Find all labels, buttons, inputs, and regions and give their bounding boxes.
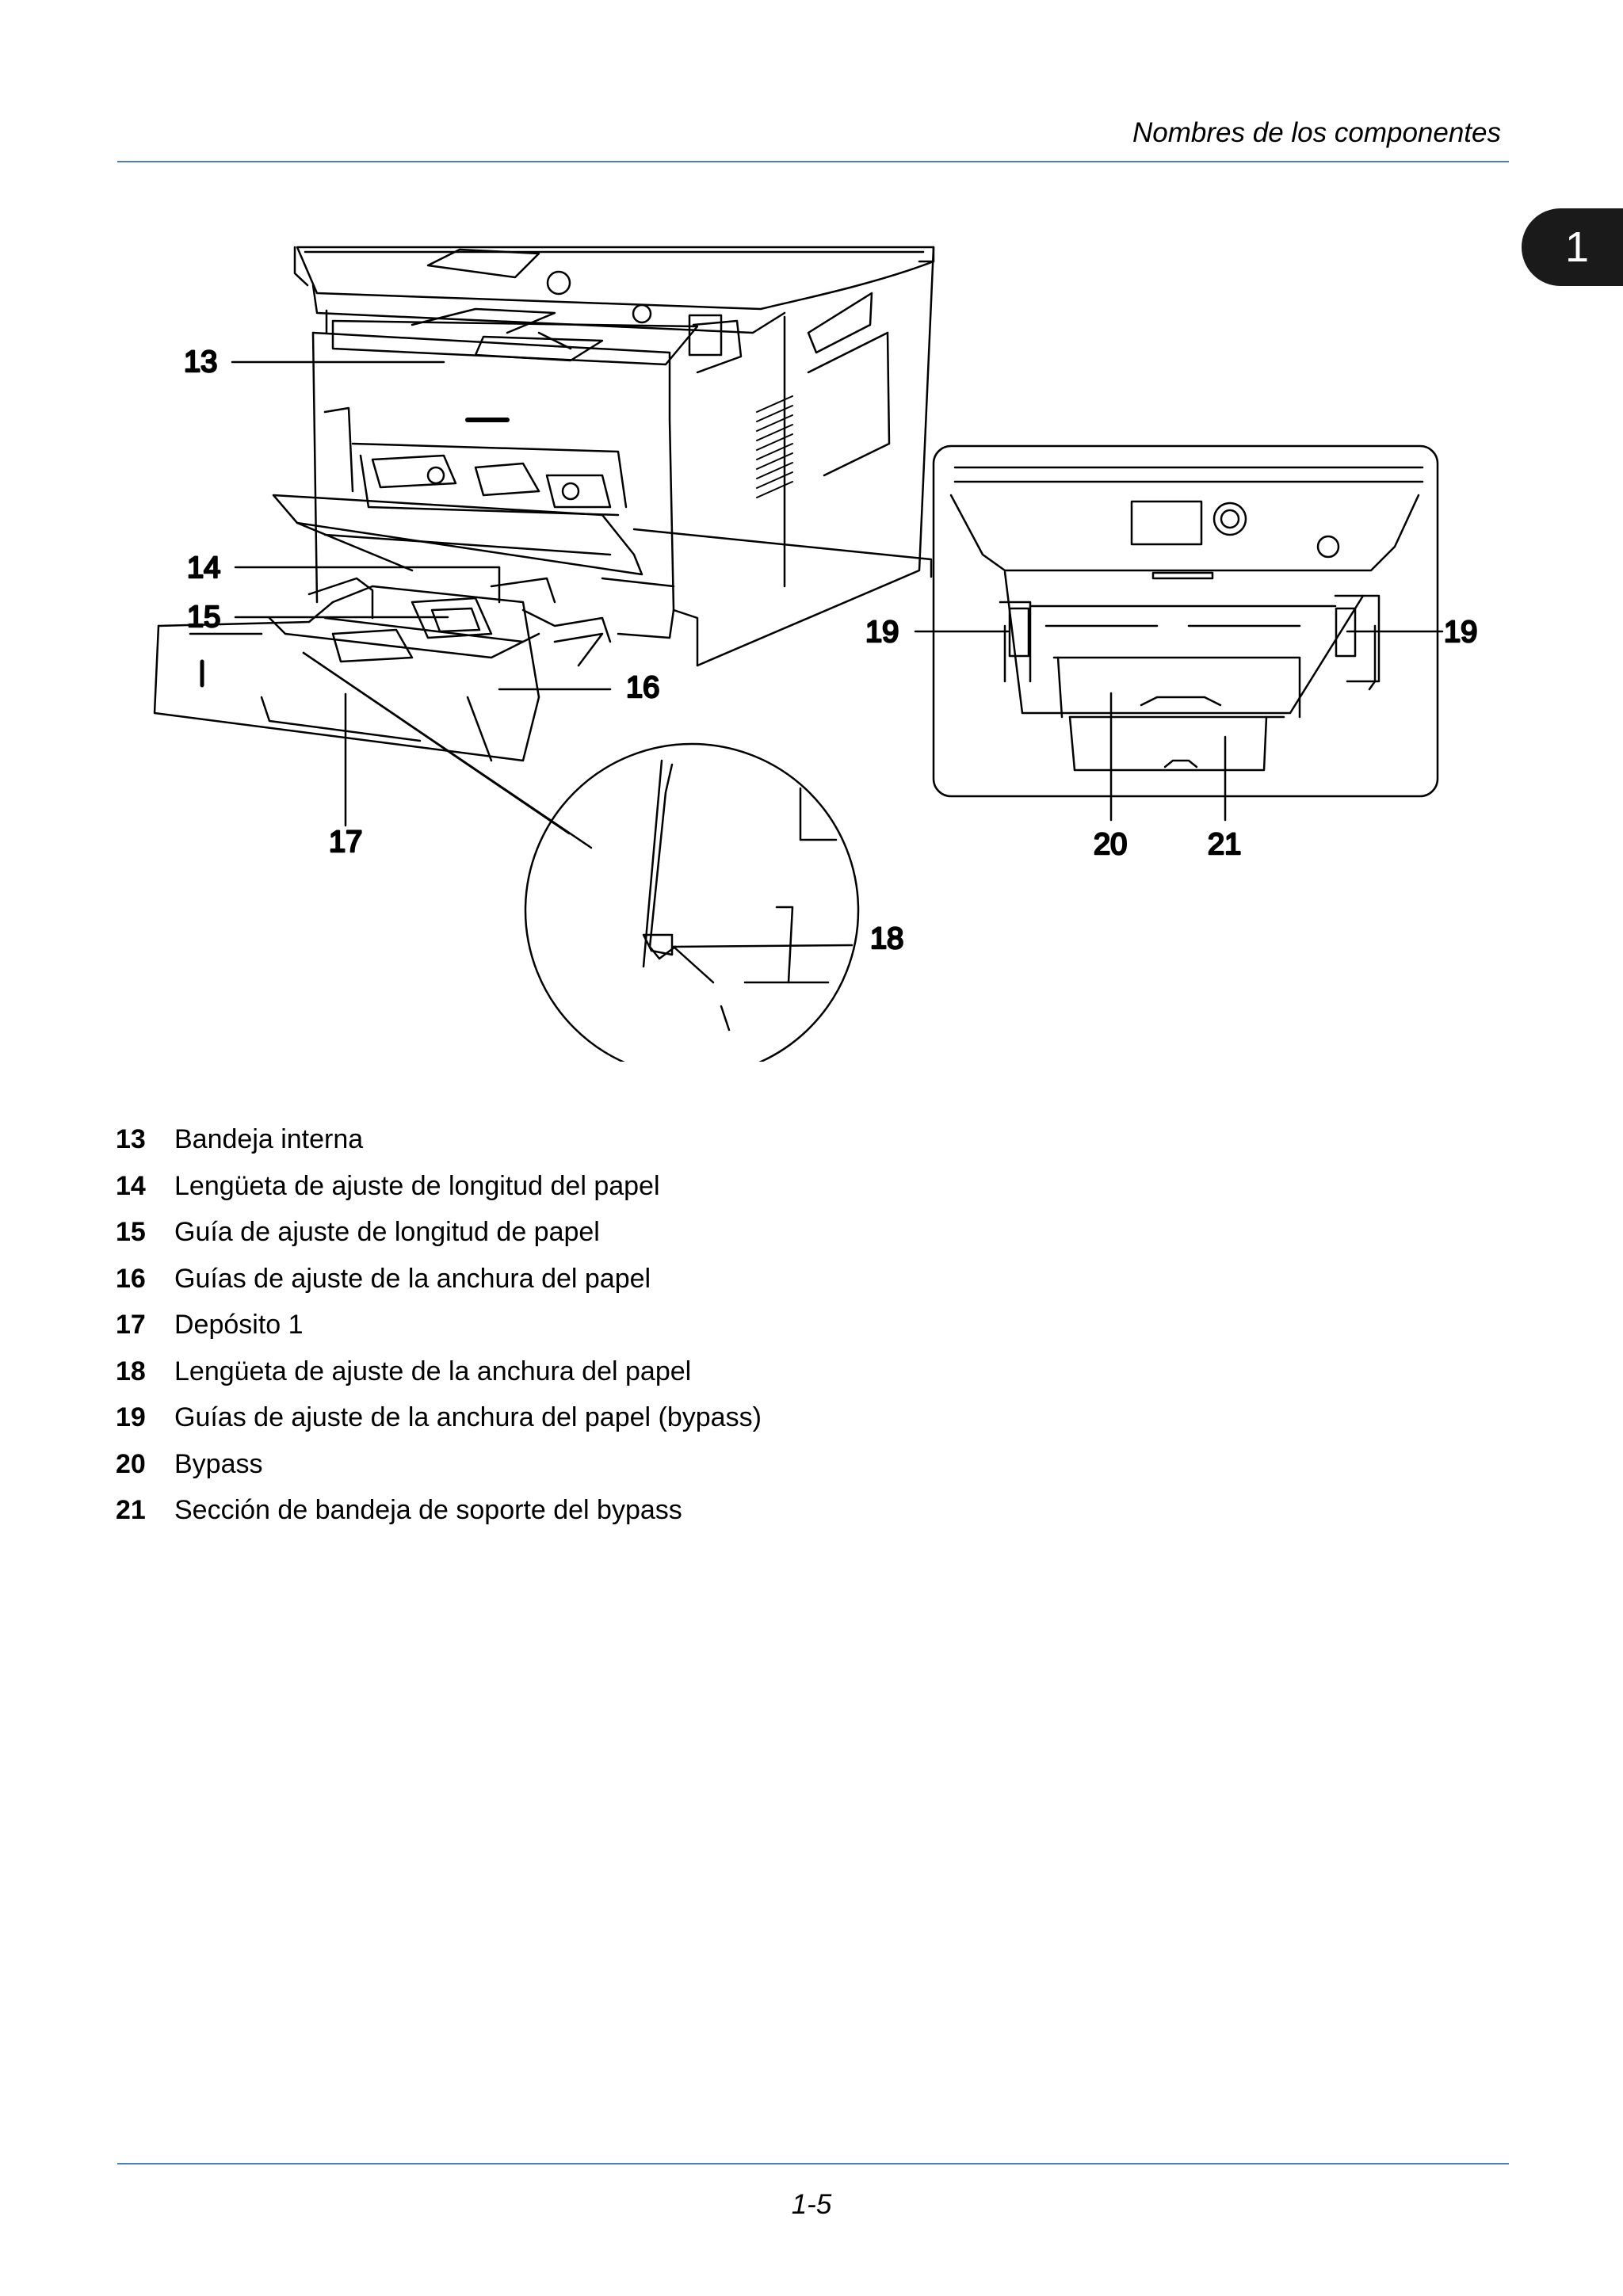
callout-17: 17 — [329, 826, 362, 859]
callout-20: 20 — [1094, 828, 1127, 861]
legend-item: 18 Lengüeta de ajuste de la anchura del … — [116, 1356, 762, 1402]
callout-19-right: 19 — [1444, 616, 1477, 649]
legend-item: 20 Bypass — [116, 1448, 762, 1495]
printer-illustration: 13 14 15 16 17 18 19 19 20 21 — [153, 246, 1479, 1062]
legend-number: 20 — [116, 1448, 146, 1479]
legend-number: 16 — [116, 1263, 146, 1294]
callout-18: 18 — [870, 922, 903, 955]
legend-number: 15 — [116, 1217, 146, 1247]
legend-item: 16 Guías de ajuste de la anchura del pap… — [116, 1263, 762, 1310]
legend-label: Guías de ajuste de la anchura del papel … — [174, 1402, 762, 1432]
legend-item: 15 Guía de ajuste de longitud de papel — [116, 1216, 762, 1263]
callout-16: 16 — [626, 671, 659, 704]
header-rule — [117, 161, 1509, 162]
legend-number: 17 — [116, 1310, 146, 1340]
bypass-inset — [914, 444, 1444, 822]
legend-label: Lengüeta de ajuste de longitud del papel — [174, 1170, 660, 1201]
page-number: 1-5 — [791, 2189, 832, 2220]
legend-label: Bandeja interna — [174, 1124, 364, 1154]
callout-21: 21 — [1208, 828, 1241, 861]
callout-leaders — [231, 360, 933, 849]
legend-number: 19 — [116, 1402, 146, 1432]
legend-label: Guía de ajuste de longitud de papel — [174, 1217, 600, 1247]
callout-14: 14 — [187, 551, 220, 585]
callout-19-left: 19 — [865, 616, 899, 649]
detail-circle — [524, 742, 860, 1062]
legend-number: 13 — [116, 1124, 146, 1154]
legend-number: 14 — [116, 1170, 146, 1201]
legend-item: 21 Sección de bandeja de soporte del byp… — [116, 1494, 762, 1541]
printer-body — [153, 246, 935, 762]
legend-item: 13 Bandeja interna — [116, 1123, 762, 1170]
legend-label: Guías de ajuste de la anchura del papel — [174, 1263, 651, 1294]
callout-13: 13 — [184, 345, 217, 379]
legend-label: Bypass — [174, 1448, 263, 1479]
component-legend: 13 Bandeja interna 14 Lengüeta de ajuste… — [116, 1123, 762, 1541]
legend-label: Depósito 1 — [174, 1310, 304, 1340]
legend-item: 17 Depósito 1 — [116, 1309, 762, 1356]
legend-item: 19 Guías de ajuste de la anchura del pap… — [116, 1402, 762, 1448]
chapter-tab[interactable]: 1 — [1522, 208, 1623, 286]
callout-15: 15 — [187, 601, 220, 634]
running-header: Nombres de los componentes — [1132, 117, 1501, 148]
chapter-tab-label: 1 — [1564, 223, 1590, 271]
footer-rule — [117, 2163, 1509, 2164]
legend-label: Sección de bandeja de soporte del bypass — [174, 1495, 682, 1525]
legend-item: 14 Lengüeta de ajuste de longitud del pa… — [116, 1170, 762, 1217]
legend-number: 18 — [116, 1356, 146, 1386]
legend-number: 21 — [116, 1495, 146, 1525]
legend-label: Lengüeta de ajuste de la anchura del pap… — [174, 1356, 692, 1386]
